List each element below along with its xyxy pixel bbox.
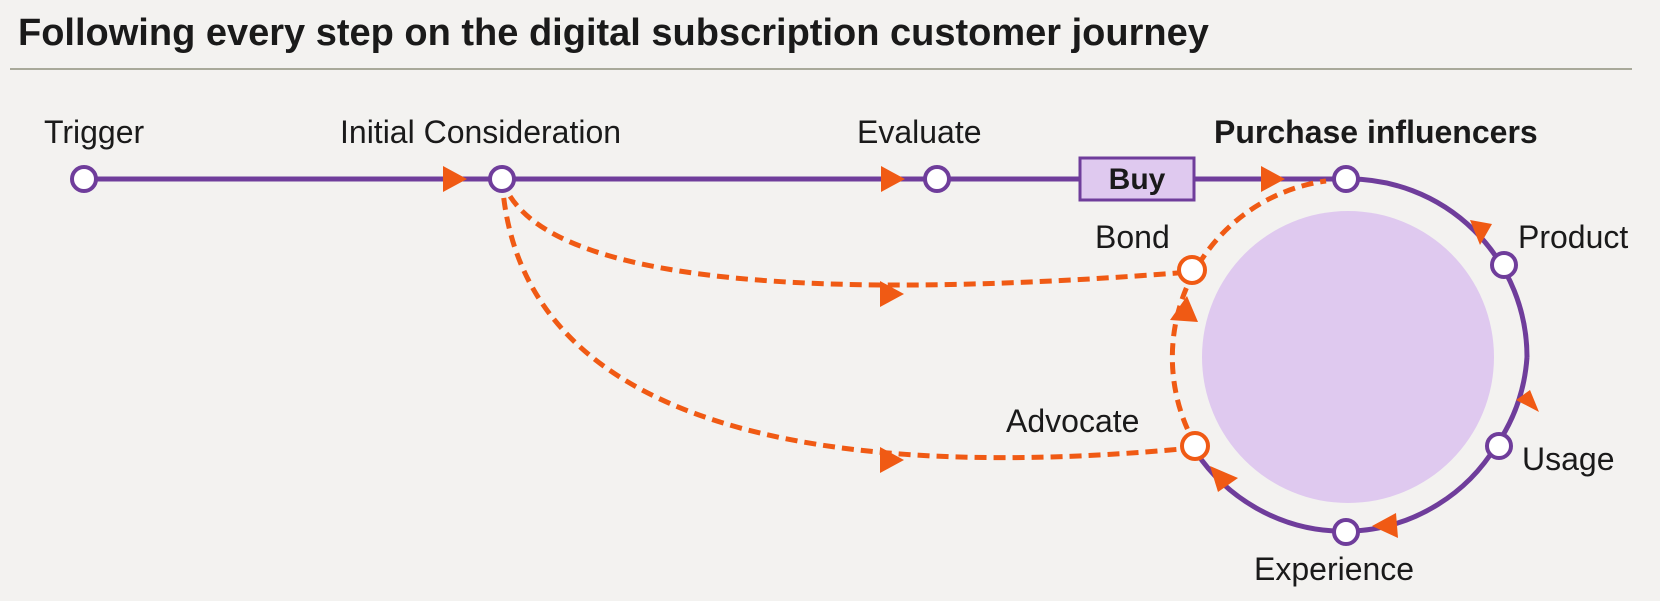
node-advocate — [1180, 431, 1210, 461]
arrow-timeline-2 — [881, 166, 905, 192]
arrow-advocate-loop — [1210, 466, 1238, 492]
label-trigger: Trigger — [44, 114, 145, 150]
label-product: Product — [1518, 219, 1628, 255]
arrow-timeline-3 — [1261, 166, 1285, 192]
loop-arc-top-right — [1345, 176, 1530, 358]
node-experience — [1332, 518, 1360, 546]
label-experience: Experience — [1254, 551, 1414, 587]
arrow-shortcut-bond — [880, 281, 904, 307]
arrow-experience — [1372, 513, 1398, 538]
node-evaluate — [923, 165, 951, 193]
arrow-shortcut-advocate — [880, 447, 904, 473]
label-bond: Bond — [1095, 219, 1170, 255]
label-usage: Usage — [1522, 441, 1615, 477]
label-evaluate: Evaluate — [857, 114, 982, 150]
loop-center-disc — [1202, 211, 1494, 503]
node-product — [1490, 251, 1518, 279]
buy-box — [1078, 156, 1196, 202]
arrow-bond-loop — [1170, 296, 1198, 322]
arrow-product — [1470, 220, 1492, 245]
arrow-timeline-1 — [443, 166, 467, 192]
shortcut-to-advocate — [499, 178, 1193, 461]
shortcut-to-bond — [499, 178, 1191, 288]
label-advocate: Advocate — [1006, 403, 1139, 439]
title-divider — [10, 68, 1632, 70]
node-initial-consideration — [488, 165, 516, 193]
label-purchase-influencers: Purchase influencers — [1214, 114, 1538, 150]
label-initial-consideration: Initial Consideration — [340, 114, 621, 150]
buy-label: Buy — [1109, 163, 1166, 196]
node-trigger — [70, 165, 98, 193]
arrow-usage — [1516, 390, 1539, 412]
diagram-title: Following every step on the digital subs… — [18, 12, 1209, 54]
node-purchase-influencers — [1332, 165, 1360, 193]
node-usage — [1485, 432, 1513, 460]
node-bond — [1177, 255, 1207, 285]
